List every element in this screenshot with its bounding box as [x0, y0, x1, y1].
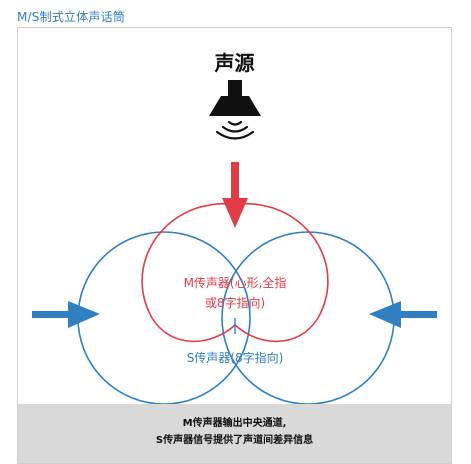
speaker-icon: [209, 80, 261, 116]
s-pattern-left-lobe: [77, 231, 251, 405]
arrow-down-icon: [222, 162, 248, 228]
m-mic-label-line1: M传声器(心形,全指: [183, 276, 287, 290]
diagram-canvas: [32, 80, 437, 405]
page-heading: M/S制式立体声话筒: [17, 10, 126, 24]
arrow-right-icon: [32, 301, 100, 328]
arrow-left-icon: [369, 301, 437, 328]
sound-waves-icon: [215, 120, 255, 140]
sound-source-label: 声源: [214, 51, 255, 75]
ms-diagram-figure: 声源 M传声器(心形,全指 或8字指向) S传声器(8字指向) M传声器输出中央…: [17, 27, 452, 464]
s-mic-label: S传声器(8字指向): [186, 351, 284, 365]
m-mic-label: M传声器(心形,全指 或8字指向): [135, 273, 335, 313]
caption-line1: M传声器输出中央通道,: [182, 418, 287, 429]
s-pattern-right-lobe: [221, 231, 395, 405]
caption-line2: S传声器信号提供了声道间差异信息: [155, 435, 314, 446]
diagram-caption: M传声器输出中央通道, S传声器信号提供了声道间差异信息: [18, 404, 451, 463]
m-mic-label-line2: 或8字指向): [204, 296, 266, 310]
